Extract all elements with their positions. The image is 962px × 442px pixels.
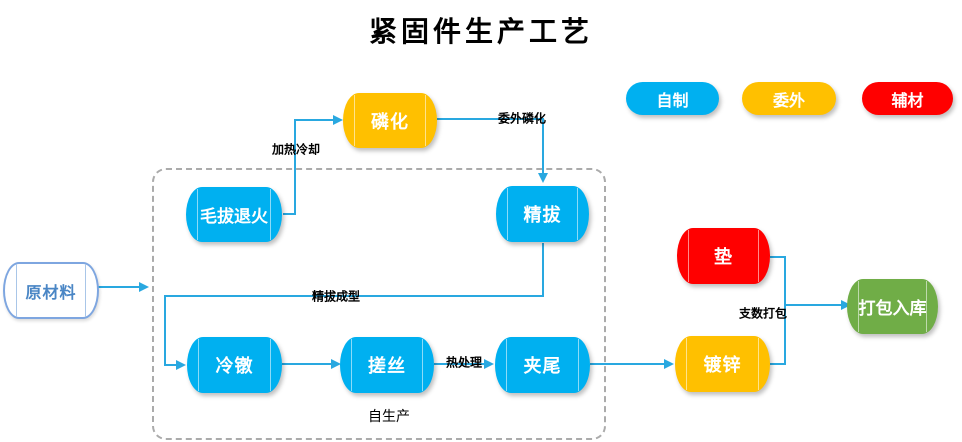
legend-item-auxiliary: 辅材 [862,82,953,115]
connector-finedraw-coldheading-seg1 [542,243,544,297]
legend-item-outsourced: 委外 [742,82,836,115]
node-washer: 垫 [677,228,770,284]
connector-finedraw-coldheading-seg4 [164,364,176,366]
node-phosphating: 磷化 [343,93,437,148]
edge-label-heating-cooling: 加热冷却 [271,142,321,157]
edge-label-heat-treatment: 热处理 [445,355,483,370]
connector-galvanizing-junction-seg2 [784,304,786,365]
node-tail-clamping: 夹尾 [495,337,590,393]
node-cold-heading: 冷镦 [187,337,282,393]
connector-finedraw-coldheading-seg3 [164,295,166,366]
connector-phosphating-finedraw-seg1 [437,118,544,120]
connector-coldheading-threadrolling [282,363,331,365]
connector-anneal-phosphating-seg2 [294,119,296,215]
arrowhead-into-packing [841,300,851,310]
arrowhead-into-phosphating [333,115,343,125]
node-raw-material: 原材料 [3,262,99,319]
connector-junction-packing [785,304,841,306]
node-rough-draw-anneal: 毛拔退火 [186,187,282,242]
node-packing-storage: 打包入库 [847,279,938,334]
arrowhead-into-finedraw [538,173,548,183]
arrowhead-into-coldheading [176,360,186,370]
edge-label-count-packing: 支数打包 [738,306,788,321]
arrowhead-into-galvanizing [664,359,674,369]
node-fine-draw: 精拔 [496,186,589,242]
self-production-group-label: 自生产 [368,408,410,424]
connector-anneal-phosphating-seg1 [283,213,296,215]
legend-item-self: 自制 [626,82,719,115]
connector-washer-junction-seg1 [770,256,786,258]
connector-washer-junction-seg2 [784,256,786,306]
diagram-title: 紧固件生产工艺 [368,17,593,48]
connector-threadrolling-tailclamping [434,363,484,365]
connector-finedraw-coldheading-seg2 [164,295,544,297]
edge-label-finedraw-forming: 精拔成型 [311,289,361,304]
edge-label-outsourced-phosphating: 委外磷化 [497,111,547,126]
connector-galvanizing-junction-seg1 [770,363,786,365]
connector-tailclamping-galvanizing [590,363,664,365]
self-production-group-border [152,168,606,440]
connector-rawmaterial-group [95,286,139,288]
arrowhead-into-group [139,282,149,292]
node-galvanizing: 镀锌 [675,336,770,392]
connector-anneal-phosphating-seg3 [295,119,333,121]
arrowhead-into-tailclamping [484,359,494,369]
arrowhead-into-threadrolling [331,359,341,369]
node-thread-rolling: 搓丝 [340,337,434,393]
connector-phosphating-finedraw-seg2 [542,119,544,173]
